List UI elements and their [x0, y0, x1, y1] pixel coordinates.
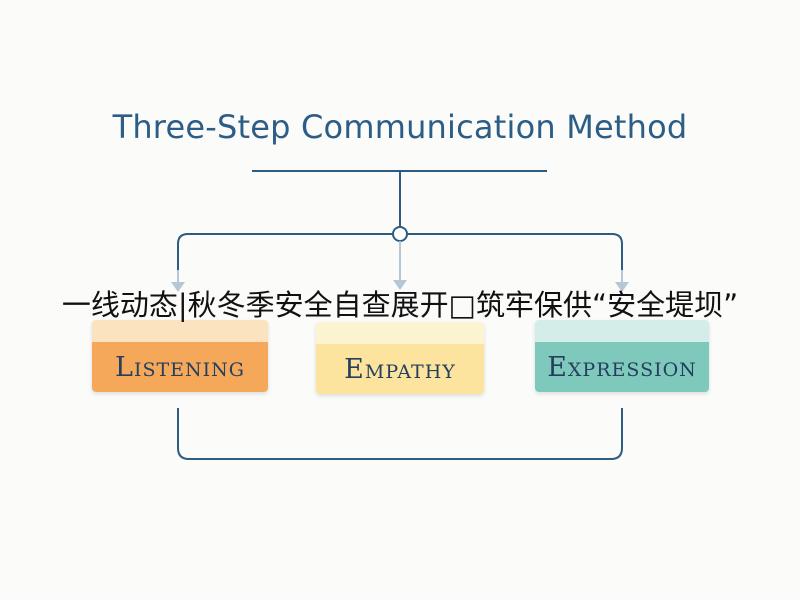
box-highlight	[92, 320, 268, 342]
junction-node	[392, 226, 408, 242]
diagram-title: Three-Step Communication Method	[112, 108, 688, 146]
arrowhead-center	[393, 280, 407, 290]
arrowhead-left	[171, 282, 185, 292]
step-box-expression: Expression	[535, 320, 709, 392]
arrowhead-right	[615, 282, 629, 292]
step-label-empathy: Empathy	[316, 344, 484, 394]
overlay-headline: 一线动态|秋冬季安全自查展开□筑牢保供“安全堤坝”	[61, 288, 739, 322]
step-label-listening: Listening	[92, 342, 268, 392]
step-box-listening: Listening	[92, 320, 268, 392]
feedback-loop-line	[177, 408, 623, 460]
box-highlight	[535, 320, 709, 342]
step-box-empathy: Empathy	[316, 322, 484, 394]
step-label-expression: Expression	[535, 342, 709, 392]
box-highlight	[316, 322, 484, 344]
